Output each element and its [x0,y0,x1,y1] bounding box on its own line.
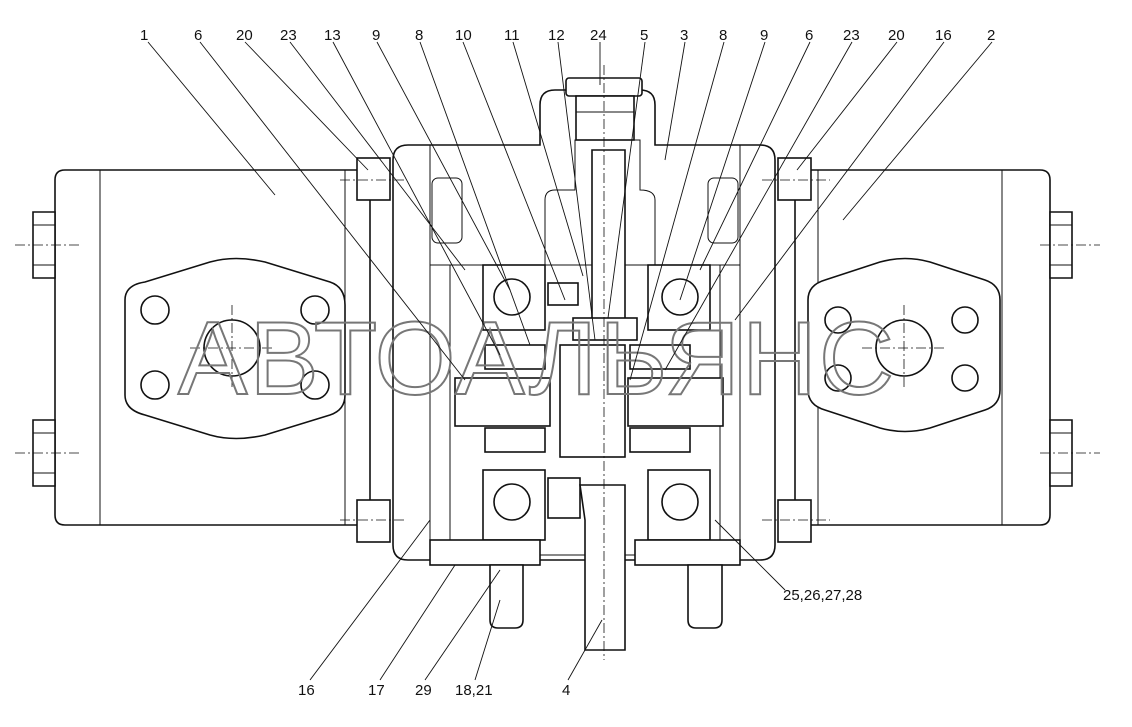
callout-1: 1 [140,27,148,44]
callout-10: 10 [455,27,472,44]
callout-13: 13 [324,27,341,44]
callout-24: 24 [590,27,607,44]
callouts-top: 1 6 20 23 13 9 8 10 11 12 24 5 3 8 9 6 2… [140,27,995,44]
callout-4: 4 [562,682,570,699]
callout-20: 20 [236,27,253,44]
callout-16-top: 16 [935,27,952,44]
callout-12: 12 [548,27,565,44]
callout-23-right: 23 [843,27,860,44]
callout-17: 17 [368,682,385,699]
callout-6: 6 [194,27,202,44]
callout-5: 5 [640,27,648,44]
callout-29: 29 [415,682,432,699]
side-bolts [356,157,812,543]
top-cap-and-lever [565,77,643,341]
callout-23: 23 [280,27,297,44]
callout-3: 3 [680,27,688,44]
callout-11: 11 [504,27,520,44]
callout-6-right: 6 [805,27,813,44]
shift-fork-and-base [429,484,741,651]
center-lines [15,65,1100,660]
left-pump-body [32,169,371,526]
watermark-text: АВТОАЛЬЯНС [178,301,896,417]
callout-8: 8 [415,27,423,44]
leader-lines [147,41,993,681]
gear-train [454,344,724,519]
callout-25-28: 25,26,27,28 [783,587,862,604]
callout-9: 9 [372,27,380,44]
callout-18-21: 18,21 [455,682,493,699]
callout-8-right: 8 [719,27,727,44]
callout-16-bottom: 16 [298,682,315,699]
callout-9-right: 9 [760,27,768,44]
callout-20-right: 20 [888,27,905,44]
callout-2: 2 [987,27,995,44]
bearings [482,264,711,541]
callouts-bottom: 16 17 29 18,21 4 [298,682,570,699]
